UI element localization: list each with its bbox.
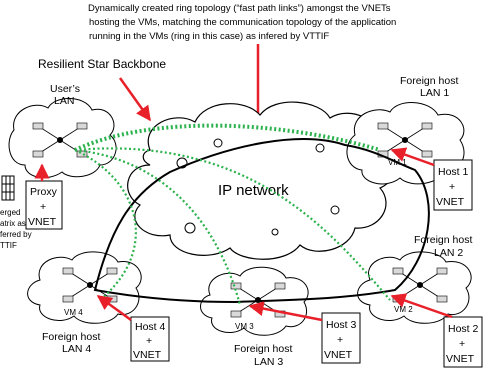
users-lan-line2: LAN [54,95,74,107]
computer-icon [106,295,118,303]
computer-icon [436,267,448,275]
host3-box: Host 3 + VNET [321,312,361,364]
computer-icon [76,150,88,158]
computer-icon [274,282,286,290]
vm3-label: VM 3 [235,322,254,331]
computer-icon [32,122,44,130]
host4-line3: VNET [133,349,162,361]
computer-icon [377,122,389,130]
lan4-line1: Foreign host [42,331,100,343]
computer-icon [62,295,74,303]
computer-icon [421,150,433,158]
fast-path-ring [93,138,430,304]
host1-box: Host 1 + VNET [433,159,473,211]
caption-line-1: Dynamically created ring topology (“fast… [88,3,391,14]
lan4-cloud [27,251,142,324]
host2-box: Host 2 + VNET [443,316,483,368]
cloud-bubble [271,228,279,236]
vm2-label: VM 2 [394,305,413,314]
computer-icon [76,122,88,130]
computer-icon [230,282,242,290]
vm1-label: VM 1 [388,158,407,167]
host1-line3: VNET [436,196,465,208]
host4-line1: Host 4 [135,321,166,333]
cloud-bubble [330,205,340,215]
cloud-bubble [213,138,223,148]
host3-line1: Host 3 [326,319,357,331]
host2-line1: Host 2 [448,323,479,335]
lan1-line2: LAN 1 [420,87,449,99]
lan2-line1: Foreign host [414,234,472,246]
lan3-line1: Foreign host [234,343,292,355]
vm4-label: VM 4 [64,308,83,317]
host2-arrow [390,293,453,319]
host2-line3: VNET [446,353,475,365]
host4-arrow [96,294,132,322]
computer-icon [230,310,242,318]
lan2-cloud [357,251,472,324]
backbone-label: Resilient Star Backbone [38,57,166,71]
merged-matrix-line3: ferred by [0,230,32,239]
host2-line2: + [459,338,465,350]
computer-icon [32,150,44,158]
host3-arrow [248,301,323,322]
cloud-bubble [184,222,196,234]
merged-matrix-line4: TTIF [0,241,17,250]
proxy-line2: + [40,201,46,213]
host4-box: Host 4 + VNET [130,316,170,362]
computer-icon [392,267,404,275]
matrix-icon [1,175,15,201]
lan2-line2: LAN 2 [434,247,463,259]
host1-line1: Host 1 [438,166,469,178]
caption: Dynamically created ring topology (“fast… [88,3,396,42]
lan1-line1: Foreign host [400,75,458,87]
merged-matrix-line1: erged [0,208,20,217]
users-lan-line1: User’s [50,83,80,95]
host4-line2: + [146,335,152,347]
backbone-link-lan3 [74,148,242,306]
host3-line2: + [337,334,343,346]
caption-line-2: hosting the VMs, matching the communicat… [89,17,396,28]
proxy-line3: VNET [28,216,57,228]
ip-network-label: IP network [218,182,289,199]
caption-line-3: running in the VMs (ring in this case) a… [89,31,329,42]
proxy-vnet-box: Proxy + VNET [25,180,63,230]
proxy-line1: Proxy [30,186,58,198]
backbone-link-lan2 [74,147,391,301]
backbone-arrow [118,77,152,122]
computer-icon [106,267,118,275]
cloud-bubble [176,157,188,169]
computer-icon [436,295,448,303]
computer-icon [62,267,74,275]
lan4-line2: LAN 4 [62,343,91,355]
lan-internals [32,122,448,318]
resilient-star-backbone [74,123,391,306]
cloud-bubble [315,143,325,153]
host1-arrow [390,147,435,167]
lan3-line2: LAN 3 [254,356,283,368]
host3-line3: VNET [324,349,353,361]
merged-matrix: erged atrix as ferred by TTIF [0,175,32,250]
host1-line2: + [449,181,455,193]
computer-icon [421,122,433,130]
merged-matrix-line2: atrix as [0,219,26,228]
